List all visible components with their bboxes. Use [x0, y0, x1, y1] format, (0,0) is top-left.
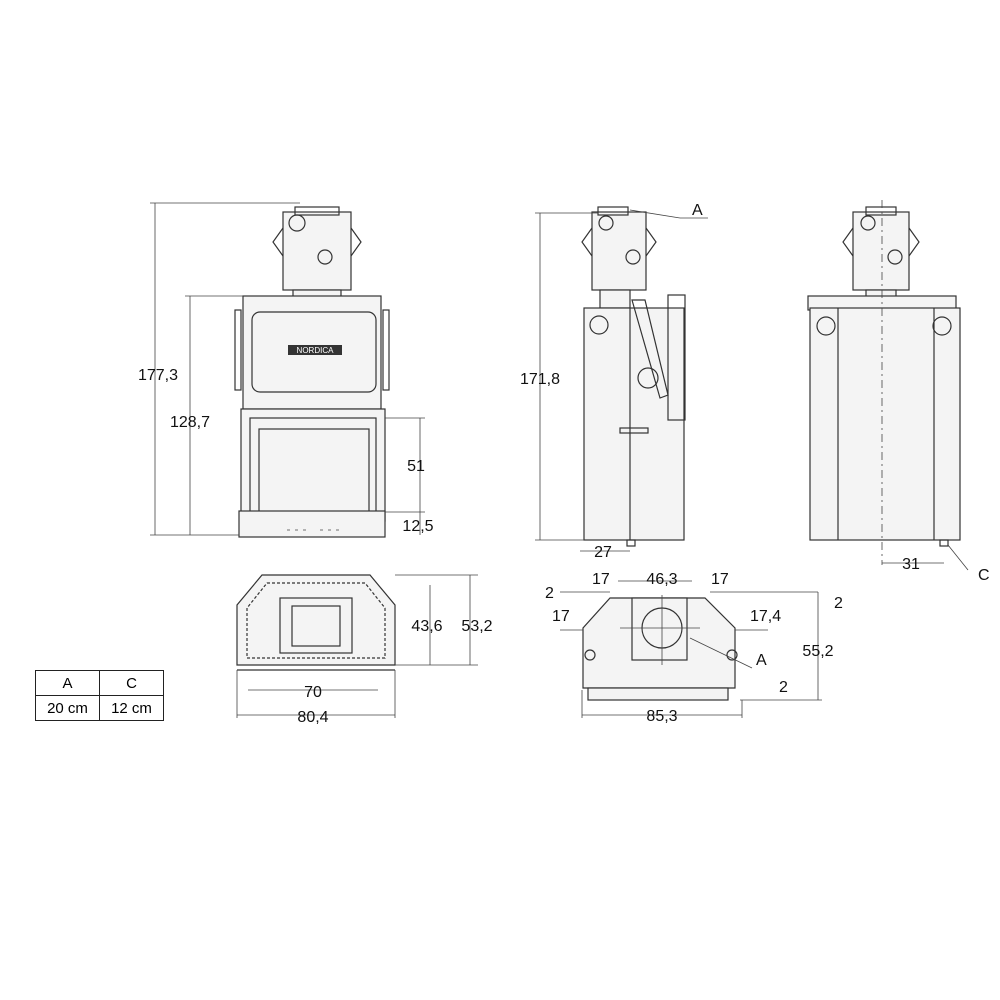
- brand-badge-text: NORDICA: [297, 346, 335, 355]
- back-view: [807, 200, 969, 571]
- brand-badge: [288, 345, 342, 355]
- value-a: 20 cm: [35, 695, 100, 721]
- dim-total-width: 80,4: [297, 709, 328, 726]
- dim-total-height: 177,3: [138, 367, 178, 384]
- callout-c: C: [978, 567, 990, 584]
- dim-bottom-gap: 2: [779, 679, 788, 696]
- dim-side-offset: 27: [594, 544, 612, 561]
- dim-top-left: 17: [592, 571, 610, 588]
- dim-inner-width: 70: [304, 684, 322, 701]
- dim-plan-depth: 55,2: [802, 643, 833, 660]
- plan-top-view: [560, 580, 822, 718]
- plan-front-view: [236, 574, 478, 718]
- dim-left-side: 17: [552, 608, 570, 625]
- dim-right-side: 17,4: [750, 608, 781, 625]
- dim-left-gap: 2: [545, 585, 554, 602]
- dim-base-height: 12,5: [402, 518, 433, 535]
- callout-a-side: A: [692, 202, 703, 219]
- value-c: 12 cm: [99, 695, 164, 721]
- dim-door-height: 51: [407, 458, 425, 475]
- dim-total-depth: 53,2: [461, 618, 492, 635]
- dim-plan-width: 85,3: [646, 708, 677, 725]
- dim-back-offset: 31: [902, 556, 920, 573]
- dim-inner-depth: 43,6: [411, 618, 442, 635]
- header-a: A: [35, 670, 100, 696]
- header-c: C: [99, 670, 164, 696]
- dim-right-gap: 2: [834, 595, 843, 612]
- dim-side-height: 171,8: [520, 371, 560, 388]
- front-view: NORDICA: [150, 202, 425, 538]
- callout-a-plan: A: [756, 652, 767, 669]
- legend-table: A C 20 cm 12 cm: [35, 670, 164, 721]
- dim-top-right: 17: [711, 571, 729, 588]
- side-view: [535, 206, 708, 552]
- dim-center: 46,3: [646, 571, 677, 588]
- dim-body-height: 128,7: [170, 414, 210, 431]
